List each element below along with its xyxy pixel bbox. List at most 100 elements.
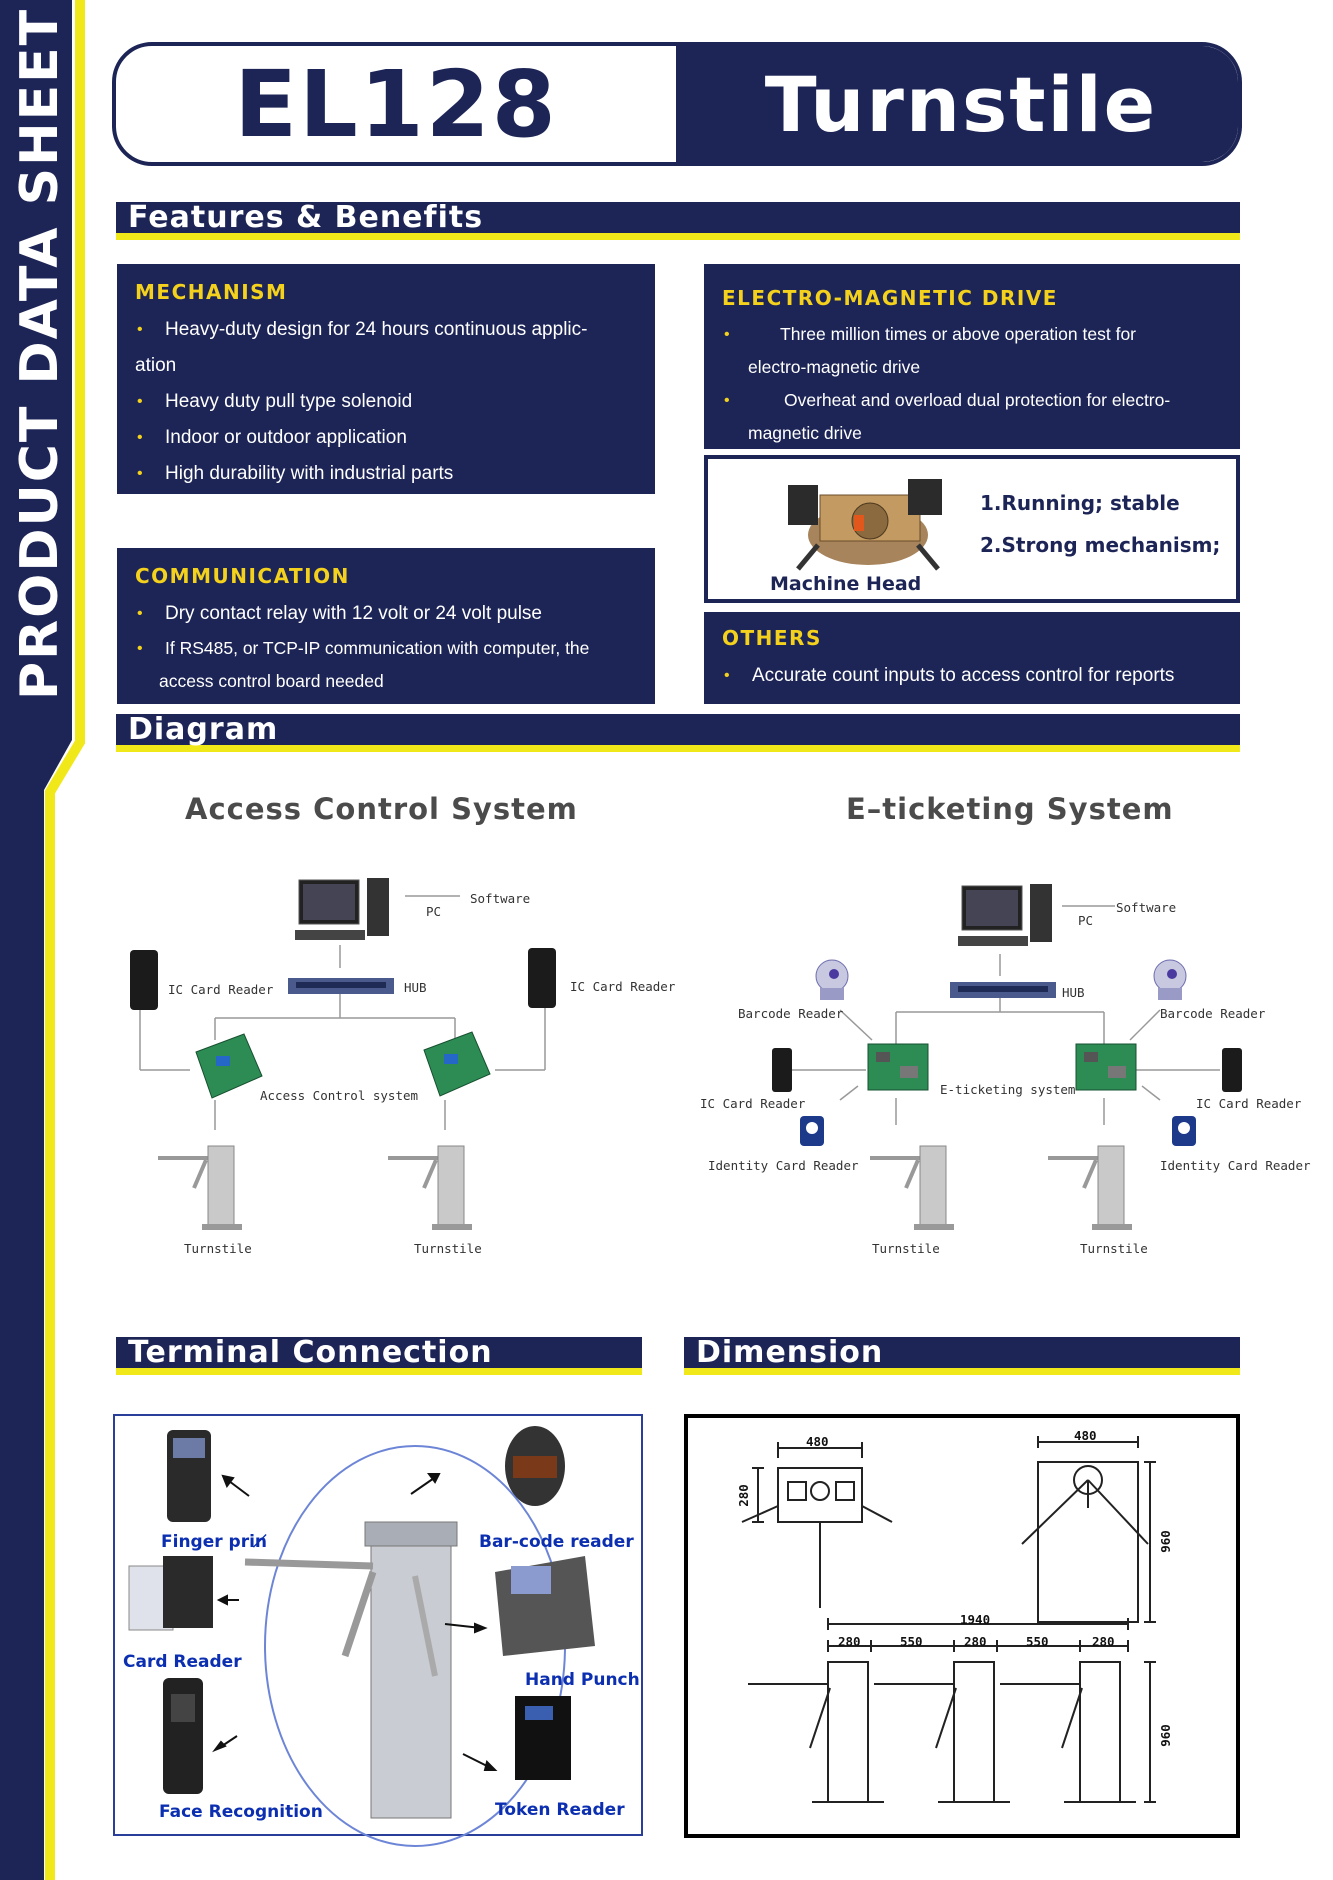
face-recognition-label: Face Recognition — [159, 1802, 323, 1822]
turnstile-label: Turnstile — [1080, 1241, 1148, 1256]
bullet-icon: • — [724, 326, 730, 343]
turnstile-icon — [870, 1145, 954, 1230]
machine-head-image — [788, 479, 942, 571]
list-item: electro-magnetic drive — [748, 357, 921, 377]
identity-card-reader-icon — [800, 1116, 824, 1146]
model-name: EL128 — [234, 50, 558, 158]
list-item: •Heavy-duty design for 24 hours continuo… — [135, 312, 637, 348]
bullet-icon: • — [724, 392, 730, 409]
identity-card-reader-label: Identity Card Reader — [708, 1158, 859, 1173]
dimension-segment: 550 — [1026, 1634, 1049, 1649]
list-item: •Heavy duty pull type solenoid — [135, 384, 637, 420]
card-reader-label: Card Reader — [123, 1652, 242, 1672]
eticket-system-label: E-ticketing system — [940, 1082, 1076, 1097]
control-board-icon — [423, 1031, 491, 1097]
turnstile-icon — [158, 1145, 242, 1230]
diagram-header: Diagram — [116, 712, 1240, 752]
electro-magnetic-panel: ELECTRO-MAGNETIC DRIVE •Three million ti… — [704, 264, 1240, 449]
mechanism-heading: MECHANISM — [135, 280, 288, 304]
eticket-diagram-lines — [780, 905, 1220, 1125]
hub-label: HUB — [1062, 985, 1085, 1000]
machine-head-caption: Machine Head — [770, 573, 922, 595]
list-item: ation — [135, 355, 177, 376]
hub-label: HUB — [404, 980, 427, 995]
list-item: •Dry contact relay with 12 volt or 24 vo… — [135, 596, 637, 632]
machine-head-point-2: 2.Strong mechanism; — [980, 533, 1221, 557]
dimension-side-width: 480 — [1074, 1428, 1097, 1443]
list-item: •Accurate count inputs to access control… — [722, 658, 1222, 694]
barcode-reader-label: Barcode Reader — [1160, 1006, 1266, 1021]
barcode-reader-icon — [1153, 959, 1187, 1000]
list-item: •Three million times or above operation … — [722, 318, 1222, 351]
ic-card-reader-label: IC Card Reader — [1196, 1096, 1302, 1111]
dimension-segment: 550 — [900, 1634, 923, 1649]
hand-punch-label: Hand Punch — [525, 1670, 640, 1690]
others-heading: OTHERS — [722, 626, 822, 650]
dimension-side-height: 960 — [1157, 1530, 1173, 1553]
eticket-diagram-title: E–ticketing System — [846, 792, 1174, 826]
electro-heading: ELECTRO-MAGNETIC DRIVE — [722, 286, 1058, 310]
turnstile-icon — [1048, 1145, 1132, 1230]
communication-panel: COMMUNICATION •Dry contact relay with 12… — [117, 548, 655, 704]
bullet-icon: • — [137, 465, 143, 482]
barcode-reader-icon — [815, 959, 849, 1000]
dimension-segment: 280 — [1092, 1634, 1115, 1649]
sidebar-banner: PRODUCT DATA SHEET — [0, 0, 92, 1880]
bullet-icon: • — [137, 429, 143, 446]
card-reader-icon — [528, 948, 556, 1008]
eticket-board-icon — [1075, 1043, 1137, 1091]
ic-card-reader-label: IC Card Reader — [700, 1096, 806, 1111]
barcode-reader-label: Barcode Reader — [738, 1006, 844, 1021]
hub-icon — [950, 982, 1056, 998]
controller-label: Access Control system — [260, 1088, 419, 1103]
card-reader-icon — [772, 1048, 792, 1092]
dimension-drawing — [741, 1436, 1156, 1803]
terminal-connection-box: Finger prin̸ Bar-code reader Card Reader… — [113, 1414, 643, 1847]
bullet-icon: • — [137, 321, 143, 338]
software-label: Software — [470, 891, 531, 906]
communication-heading: COMMUNICATION — [135, 564, 350, 588]
machine-head-box: Machine Head 1.Running; stable 2.Strong … — [704, 455, 1240, 603]
pc-label: PC — [426, 904, 442, 919]
card-reader-icon — [130, 950, 158, 1010]
pc-icon — [958, 884, 1052, 946]
ic-card-reader-label: IC Card Reader — [168, 982, 274, 997]
turnstile-label: Turnstile — [872, 1241, 940, 1256]
list-item: •Overheat and overload dual protection f… — [722, 384, 1222, 417]
list-item: •Indoor or outdoor application — [135, 420, 637, 456]
product-name: Turnstile — [676, 46, 1238, 162]
access-diagram-title: Access Control System — [185, 792, 578, 826]
dimension-segment: 280 — [838, 1634, 861, 1649]
eticket-board-icon — [867, 1043, 929, 1091]
terminal-header: Terminal Connection — [116, 1335, 642, 1375]
dimension-segment: 280 — [964, 1634, 987, 1649]
mechanism-panel: MECHANISM •Heavy-duty design for 24 hour… — [117, 264, 655, 494]
dimension-bottom-height: 960 — [1157, 1724, 1173, 1747]
turnstile-label: Turnstile — [184, 1241, 252, 1256]
token-reader-label: Token Reader — [495, 1800, 625, 1820]
terminal-connection-art — [128, 1426, 595, 1847]
control-board-icon — [195, 1033, 263, 1099]
dimension-top-height: 280 — [735, 1484, 751, 1507]
machine-head-point-1: 1.Running; stable — [980, 491, 1180, 515]
sidebar-shape — [0, 0, 85, 1880]
bar-code-reader-label: Bar-code reader — [479, 1532, 634, 1552]
finger-print-label: Finger prin̸ — [161, 1532, 268, 1552]
identity-card-reader-label: Identity Card Reader — [1160, 1158, 1311, 1173]
sidebar-title: PRODUCT DATA SHEET — [10, 7, 70, 700]
pc-label: PC — [1078, 913, 1094, 928]
dimension-box: 480 280 480 960 1940 280 550 280 550 280… — [684, 1414, 1240, 1838]
list-item: access control board needed — [159, 671, 384, 691]
features-header: Features & Benefits — [116, 200, 1240, 240]
list-item: magnetic drive — [748, 423, 862, 443]
list-item: •If RS485, or TCP-IP communication with … — [135, 632, 637, 665]
bullet-icon: • — [137, 393, 143, 410]
identity-card-reader-icon — [1172, 1116, 1196, 1146]
dimension-total-width: 1940 — [960, 1612, 991, 1627]
others-panel: OTHERS •Accurate count inputs to access … — [704, 612, 1240, 704]
card-reader-icon — [1222, 1048, 1242, 1092]
dimension-top-width: 480 — [806, 1434, 829, 1449]
software-label: Software — [1116, 900, 1177, 915]
bullet-icon: • — [137, 605, 143, 622]
dimension-header: Dimension — [684, 1335, 1240, 1375]
